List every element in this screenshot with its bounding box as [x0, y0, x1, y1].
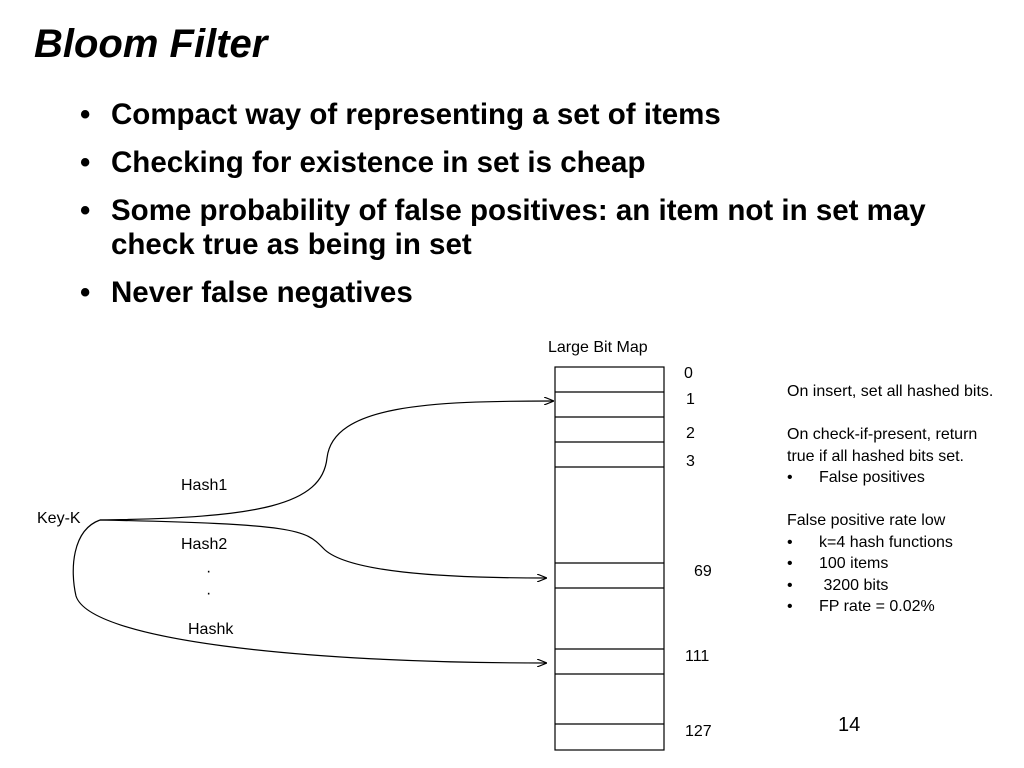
- note-bullet: False positives: [787, 467, 1007, 489]
- insert-note: On insert, set all hashed bits.: [787, 383, 994, 400]
- bit-map-label: Large Bit Map: [548, 339, 648, 356]
- bit-index-label: 1: [686, 391, 695, 408]
- bit-map-outline: [554, 366, 665, 751]
- hash1-arrow: [99, 401, 553, 521]
- check-note: On check-if-present, return true if all …: [787, 426, 978, 465]
- bullet-list: Compact way of representing a set of ite…: [80, 98, 960, 324]
- bullet-item: Some probability of false positives: an …: [80, 194, 960, 262]
- slide-title: Bloom Filter: [34, 22, 268, 66]
- note-bullet: FP rate = 0.02%: [787, 596, 1007, 618]
- hash2-label: Hash2: [181, 536, 228, 553]
- notes-panel: On insert, set all hashed bits. On check…: [787, 381, 1007, 618]
- bullet-item: Never false negatives: [80, 276, 960, 310]
- bit-index-label: 2: [686, 425, 695, 442]
- bit-index-label: 3: [686, 453, 695, 470]
- bullet-item: Checking for existence in set is cheap: [80, 146, 960, 180]
- bit-index-label: 0: [684, 365, 693, 382]
- note-bullet: k=4 hash functions: [787, 532, 1007, 554]
- bit-index-label: 127: [685, 723, 712, 740]
- hashk-label: Hashk: [188, 621, 234, 638]
- hash2-arrow: [99, 519, 546, 578]
- bit-index-label: 69: [694, 563, 712, 580]
- note-bullet: 3200 bits: [787, 575, 1007, 597]
- ellipsis-dot: ·: [206, 585, 212, 602]
- hash1-label: Hash1: [181, 477, 228, 494]
- bit-map: [554, 366, 665, 751]
- hash-arrows: [72, 401, 553, 663]
- rate-heading: False positive rate low: [787, 512, 946, 529]
- page-number: 14: [838, 714, 861, 736]
- key-label: Key-K: [37, 510, 81, 527]
- ellipsis-dot: ·: [206, 563, 212, 580]
- note-bullet: 100 items: [787, 553, 1007, 575]
- bit-index-label: 111: [685, 648, 710, 665]
- bullet-item: Compact way of representing a set of ite…: [80, 98, 960, 132]
- hashk-arrow: [72, 519, 546, 663]
